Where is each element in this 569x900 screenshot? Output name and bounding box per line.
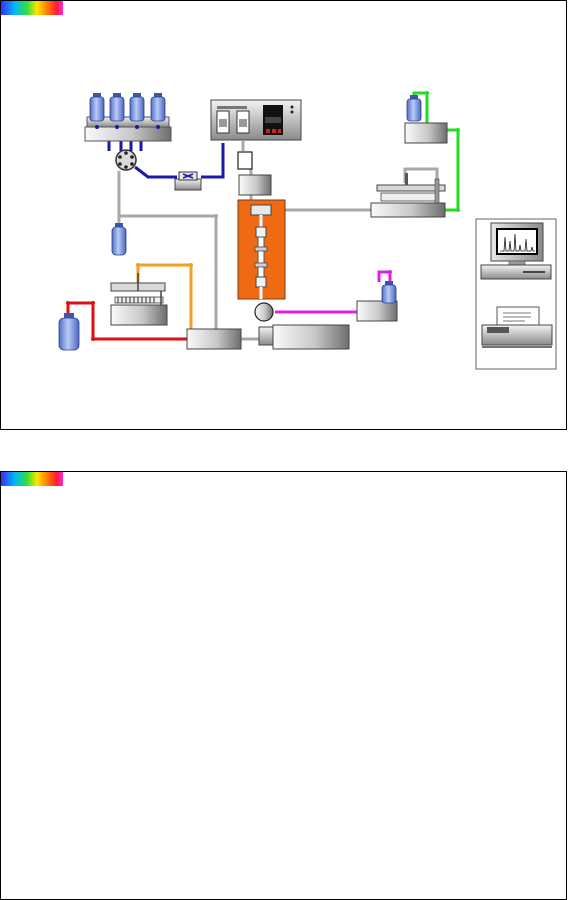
computer-icon xyxy=(480,222,552,280)
solvent-reservoir-rack xyxy=(84,93,172,142)
degasser-icon xyxy=(174,171,202,191)
solvent-bottle-icon xyxy=(58,313,80,351)
slide-2 xyxy=(0,471,567,900)
reagent-pump xyxy=(186,328,242,350)
mixing-valve-icon xyxy=(115,149,137,171)
rainbow-header-bar xyxy=(1,1,63,15)
solvent-bottle-icon xyxy=(381,281,397,304)
printer-icon xyxy=(481,306,553,348)
rainbow-header-bar xyxy=(1,472,63,486)
postcolumn-line xyxy=(275,270,392,314)
solvent-bottle-icon xyxy=(89,93,105,122)
solvent-bottle-icon xyxy=(150,93,166,122)
detector-icon xyxy=(254,302,350,350)
solvent-bottle-icon xyxy=(406,95,422,122)
injector-icon xyxy=(238,174,272,196)
pulse-damper xyxy=(237,151,253,170)
fraction-collector-icon xyxy=(370,173,446,218)
column-icon xyxy=(254,226,268,288)
autosampler xyxy=(110,273,168,326)
column-oven xyxy=(237,199,286,300)
solvent-bottle-icon xyxy=(129,93,145,122)
data-station xyxy=(475,218,557,370)
waste-pump xyxy=(404,122,448,144)
pump-icon xyxy=(210,99,302,141)
solvent-bottle-icon xyxy=(109,93,125,122)
slide-1 xyxy=(0,0,567,430)
postcolumn-pump xyxy=(356,300,398,322)
solvent-bottle-icon xyxy=(111,223,127,256)
instrument-diagram xyxy=(58,91,557,370)
